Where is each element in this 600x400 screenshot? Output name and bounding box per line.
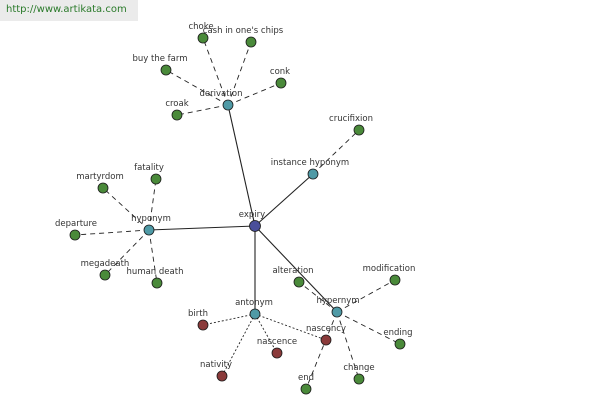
node-modification[interactable] [389, 274, 401, 286]
label-martyrdom: martyrdom [76, 172, 124, 182]
label-choke: choke [188, 22, 213, 32]
label-hyponym: hyponym [131, 214, 171, 224]
label-croak: croak [165, 99, 188, 109]
graph-labels: expiry derivation instance hyponym hyponym a… [55, 22, 415, 383]
node-conk[interactable] [275, 77, 287, 89]
label-human_death: human death [127, 267, 184, 277]
node-antonym[interactable] [249, 308, 261, 320]
node-choke[interactable] [197, 32, 209, 44]
label-nativity: nativity [200, 360, 232, 370]
node-human_death[interactable] [151, 277, 163, 289]
node-fatality[interactable] [150, 173, 162, 185]
edge-hypernym-end [305, 311, 338, 390]
edge-hypernym-ending [336, 311, 401, 345]
edge-antonym-nascency [254, 313, 327, 341]
node-megadeath[interactable] [99, 269, 111, 281]
label-expiry: expiry [239, 210, 265, 220]
watermark-text: http://www.artikata.com [6, 4, 127, 15]
label-instance_hyponym: instance hyponym [271, 158, 349, 168]
edge-hypernym-alteration [298, 281, 338, 313]
label-buy_farm: buy the farm [133, 54, 188, 64]
label-departure: departure [55, 219, 97, 229]
node-expiry[interactable] [249, 220, 261, 232]
label-end: end [298, 373, 314, 383]
label-cash_chips: cash in one's chips [203, 26, 284, 36]
label-ending: ending [383, 328, 412, 338]
edge-hypernym-change [336, 311, 360, 380]
edge-derivation-choke [202, 37, 229, 106]
label-crucifixion: crucifixion [329, 114, 373, 124]
label-derivation: derivation [199, 89, 242, 99]
node-birth[interactable] [197, 319, 209, 331]
edge-instance_hyponym-crucifixion [312, 129, 360, 175]
label-nascency: nascency [306, 324, 346, 334]
label-birth: birth [188, 309, 208, 319]
label-change: change [343, 363, 374, 373]
edge-expiry-hypernym [254, 225, 338, 313]
edge-hypernym-modification [336, 279, 396, 313]
node-alteration[interactable] [293, 276, 305, 288]
label-modification: modification [363, 264, 416, 274]
label-hypernym: hypernym [316, 296, 359, 306]
edge-hyponym-martyrdom [102, 187, 150, 231]
label-conk: conk [270, 67, 290, 77]
edge-antonym-nascence [254, 313, 278, 354]
node-hypernym[interactable] [331, 306, 343, 318]
node-buy_farm[interactable] [160, 64, 172, 76]
label-megadeath: megadeath [81, 259, 130, 269]
node-end[interactable] [300, 383, 312, 395]
node-nativity[interactable] [216, 370, 228, 382]
node-martyrdom[interactable] [97, 182, 109, 194]
node-ending[interactable] [394, 338, 406, 350]
edge-derivation-cash_chips [227, 41, 252, 106]
label-nascence: nascence [257, 337, 297, 347]
node-cash_chips[interactable] [245, 36, 257, 48]
node-departure[interactable] [69, 229, 81, 241]
label-antonym: antonym [235, 298, 273, 308]
node-change[interactable] [353, 373, 365, 385]
edge-hyponym-departure [74, 229, 150, 236]
edge-hyponym-megadeath [104, 229, 150, 276]
node-derivation[interactable] [222, 99, 234, 111]
label-fatality: fatality [134, 163, 164, 173]
node-nascency[interactable] [320, 334, 332, 346]
node-croak[interactable] [171, 109, 183, 121]
node-crucifixion[interactable] [353, 124, 365, 136]
edge-derivation-buy_farm [165, 69, 229, 106]
graph-nodes [69, 32, 406, 395]
node-instance_hyponym[interactable] [307, 168, 319, 180]
watermark: http://www.artikata.com [0, 0, 138, 21]
graph-edges [74, 37, 401, 390]
edge-expiry-hyponym [148, 225, 256, 231]
node-nascence[interactable] [271, 347, 283, 359]
label-alteration: alteration [272, 266, 313, 276]
edge-expiry-derivation [227, 104, 256, 227]
node-hyponym[interactable] [143, 224, 155, 236]
edge-antonym-birth [202, 313, 256, 326]
edge-expiry-instance_hyponym [254, 173, 314, 227]
edge-derivation-conk [227, 82, 282, 106]
